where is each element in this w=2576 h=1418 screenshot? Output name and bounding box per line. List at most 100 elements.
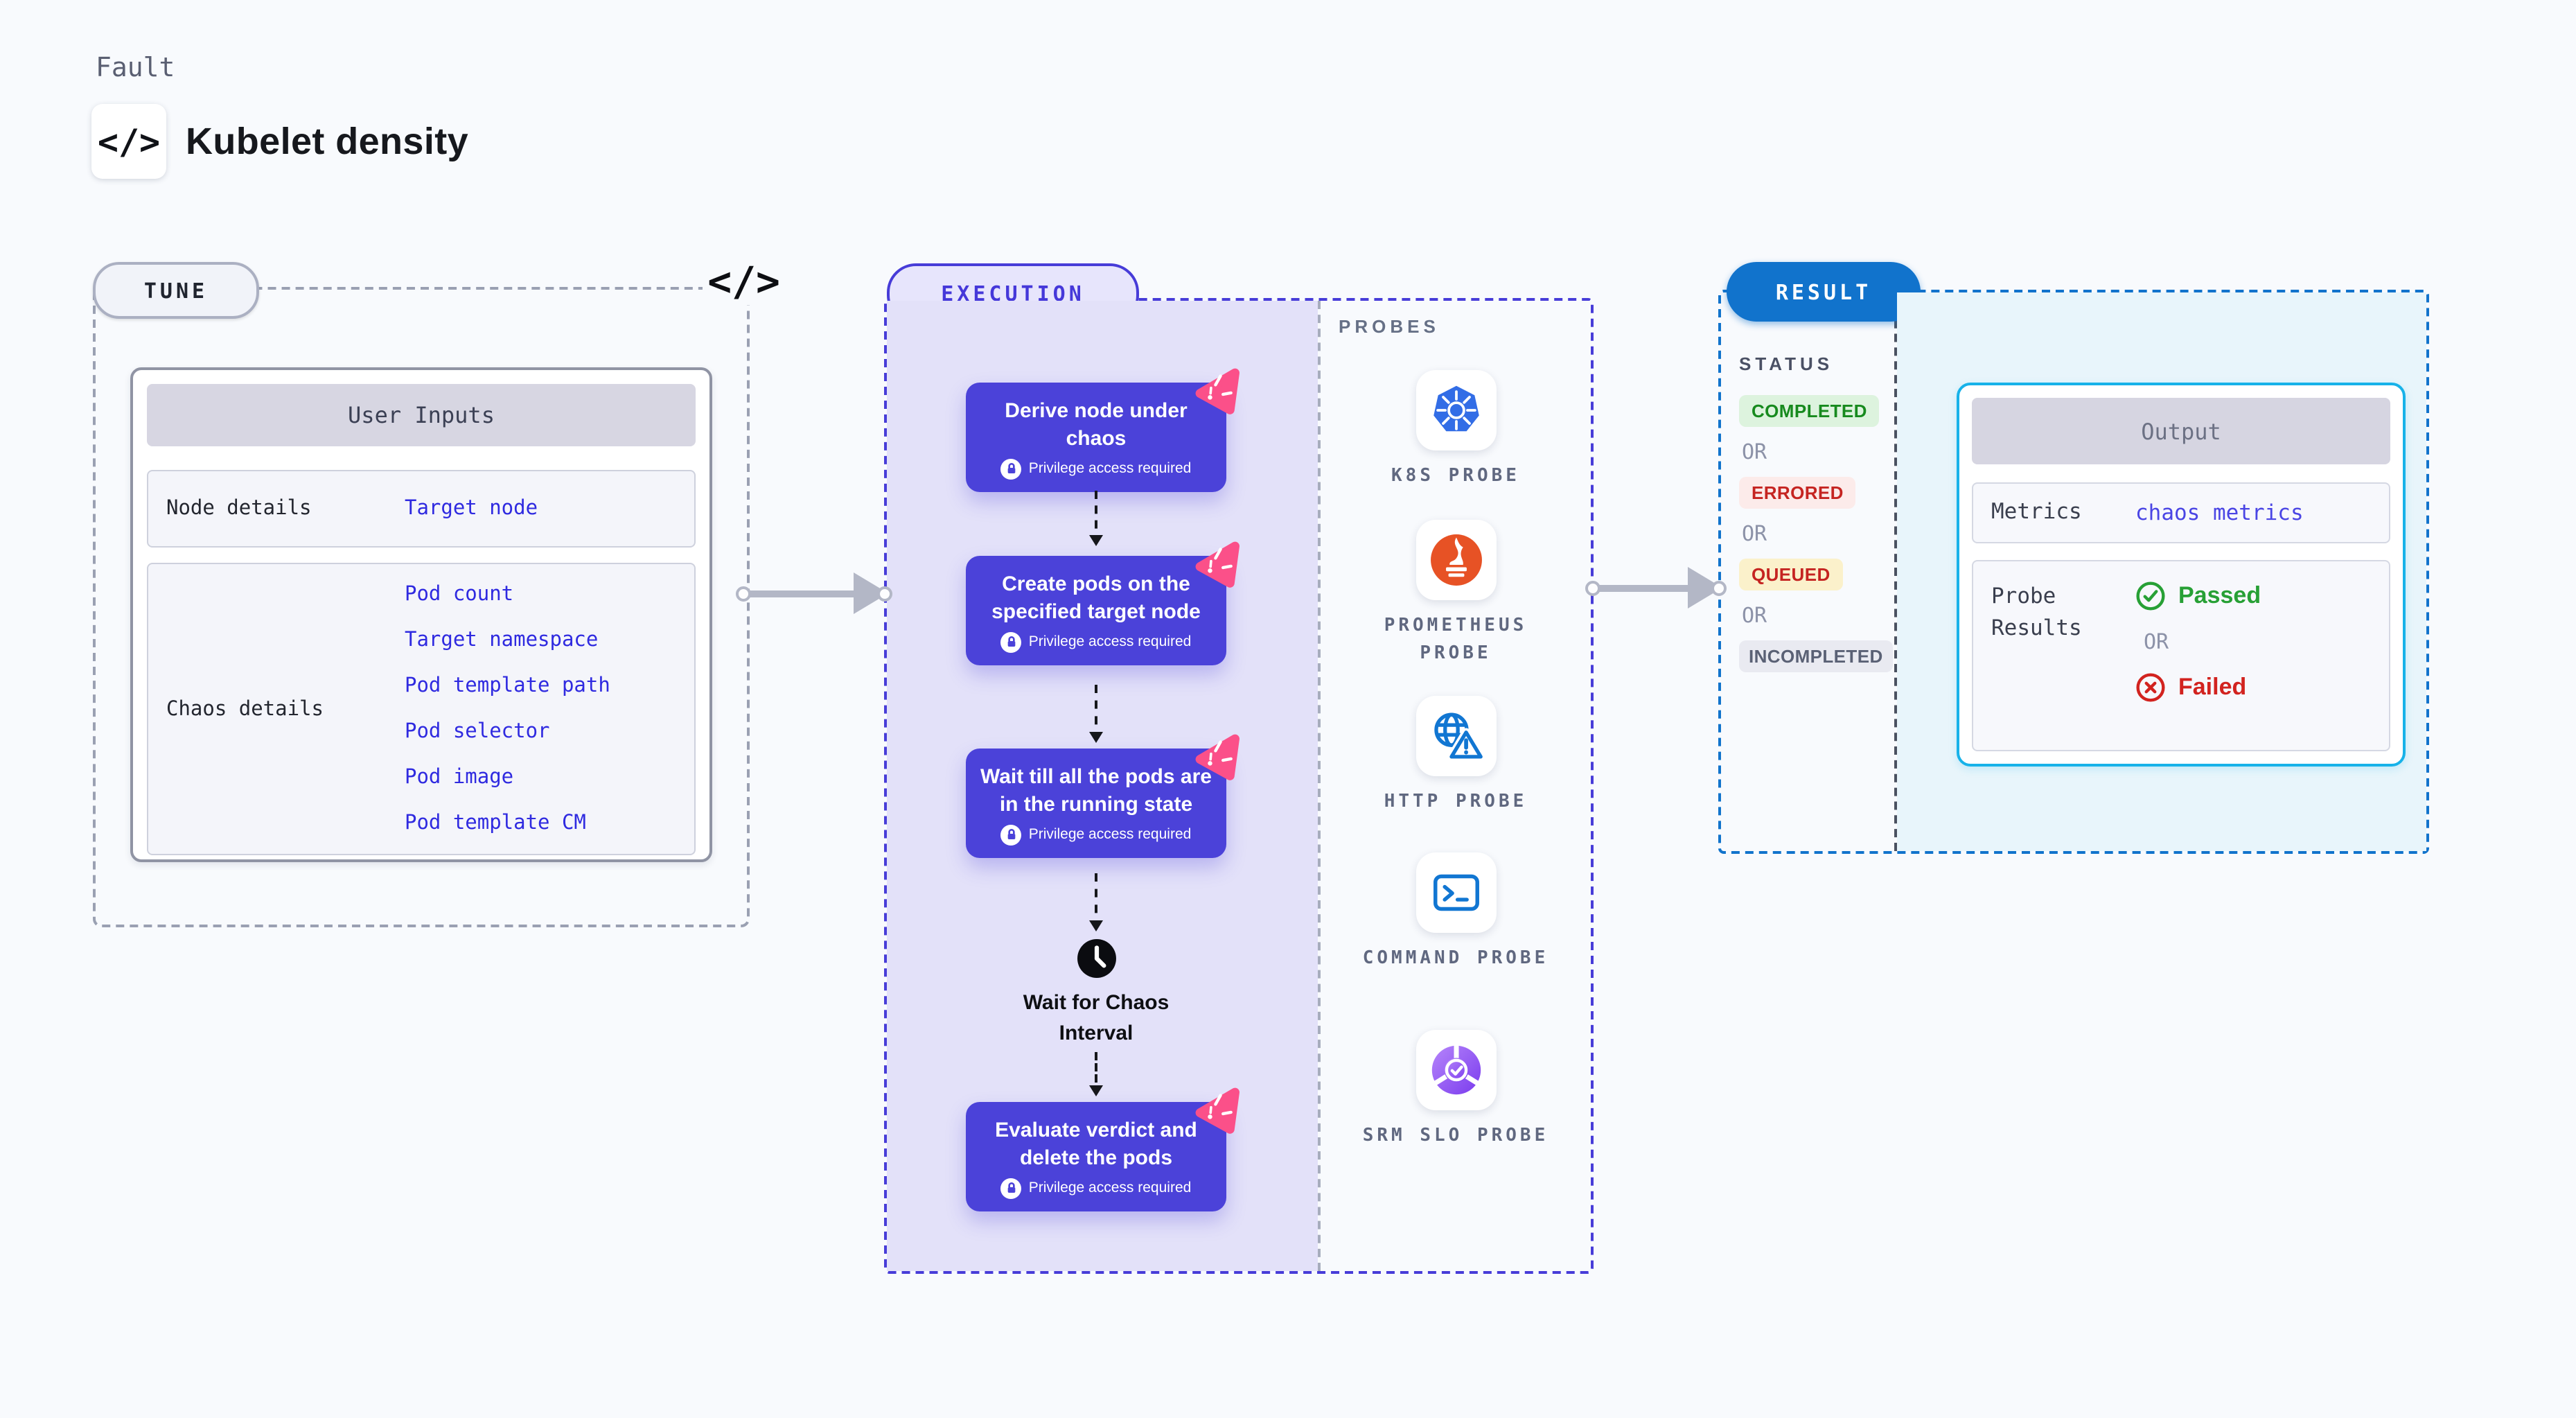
verdict-failed: Failed — [2135, 672, 2261, 703]
lock-icon — [1000, 631, 1022, 653]
flow-connector — [1089, 685, 1103, 743]
probe-label: HTTP PROBE — [1384, 791, 1528, 812]
failed-label: Failed — [2178, 674, 2247, 700]
execution-flow: Derive node under chaos Privilege access… — [887, 301, 1318, 1271]
privilege-badge: Privilege access required — [974, 824, 1218, 846]
output-header: Output — [1972, 398, 2390, 464]
status-badge-errored: ERRORED — [1739, 477, 1856, 509]
probe-results-label: Probe Results — [1991, 584, 2082, 641]
chaos-details-links: Pod count Target namespace Pod template … — [405, 579, 610, 839]
or-label: OR — [1742, 439, 1767, 464]
privilege-label: Privilege access required — [1028, 460, 1192, 478]
or-label: OR — [1742, 521, 1767, 546]
srm-slo-icon[interactable] — [1415, 1030, 1496, 1110]
node-details-label: Node details — [166, 498, 312, 520]
output-card: Output Metrics chaos metrics Probe Resul… — [1957, 383, 2406, 767]
code-icon-glyph: </> — [97, 121, 161, 161]
verdict-passed: Passed — [2135, 581, 2261, 611]
arrow-end-dot — [1711, 580, 1727, 595]
flow-node-title: Wait till all the pods are in the runnin… — [980, 765, 1212, 816]
passed-label: Passed — [2178, 582, 2261, 609]
probes-panel: PROBES K8S PROBE — [1318, 301, 1591, 1271]
metrics-row: Metrics chaos metrics — [1972, 482, 2390, 543]
chaos-details-label: Chaos details — [166, 698, 324, 720]
terminal-icon[interactable] — [1415, 852, 1496, 933]
probe-srm-slo: SRM SLO PROBE — [1321, 1030, 1591, 1150]
arrow-tune-to-execution — [736, 571, 892, 615]
arrow-shaft — [1598, 584, 1691, 591]
code-icon: </> — [91, 104, 166, 179]
link-pod-selector[interactable]: Pod selector — [405, 721, 550, 743]
arrow-end-dot — [877, 586, 892, 601]
fault-eyebrow: Fault — [96, 53, 175, 83]
privilege-label: Privilege access required — [1028, 1180, 1192, 1197]
metrics-label: Metrics — [1991, 499, 2082, 525]
privilege-label: Privilege access required — [1028, 633, 1192, 651]
page-title: Kubelet density — [186, 120, 469, 161]
tune-pill: TUNE — [93, 262, 259, 319]
user-inputs-header: User Inputs — [147, 384, 696, 446]
prometheus-icon[interactable] — [1415, 520, 1496, 600]
flow-node-title: Derive node under chaos — [1005, 399, 1188, 450]
chaos-icon — [1195, 734, 1240, 780]
arrow-shaft — [748, 590, 856, 597]
probe-label: SRM SLO PROBE — [1362, 1126, 1549, 1146]
kubernetes-icon[interactable] — [1415, 370, 1496, 450]
privilege-badge: Privilege access required — [974, 458, 1218, 480]
wait-for-chaos-interval-label: Wait for Chaos Interval — [1023, 991, 1170, 1045]
clock-icon — [1077, 939, 1116, 978]
arrow-start-dot — [1585, 580, 1600, 595]
privilege-badge: Privilege access required — [974, 1178, 1218, 1199]
probe-prometheus: PROMETHEUS PROBE — [1321, 520, 1591, 669]
status-title: STATUS — [1739, 353, 1834, 374]
link-target-node[interactable]: Target node — [405, 498, 538, 520]
arrow-execution-to-result — [1585, 566, 1727, 610]
status-column: STATUS COMPLETED OR ERRORED OR QUEUED OR… — [1721, 292, 1894, 851]
probe-label: PROMETHEUS PROBE — [1384, 615, 1528, 665]
result-pill: RESULT — [1727, 262, 1921, 322]
or-label: OR — [1742, 603, 1767, 628]
link-pod-count[interactable]: Pod count — [405, 584, 514, 606]
node-details-row: Node details Target node — [147, 470, 696, 548]
flow-node-create-pods[interactable]: Create pods on the specified target node… — [966, 541, 1240, 665]
execution-section: EXECUTION Derive node under chaos Privil… — [884, 263, 1594, 1274]
or-label: OR — [2144, 629, 2169, 654]
chaos-icon — [1195, 541, 1240, 588]
flow-node-evaluate-verdict[interactable]: Evaluate verdict and delete the pods Pri… — [966, 1087, 1240, 1211]
flow-connector — [1089, 1052, 1103, 1096]
flow-connector — [1089, 873, 1103, 931]
link-pod-template-cm[interactable]: Pod template CM — [405, 812, 586, 834]
chaos-metrics-link[interactable]: chaos metrics — [2135, 500, 2304, 525]
result-section: RESULT STATUS COMPLETED OR ERRORED OR QU… — [1718, 262, 2429, 854]
link-pod-image[interactable]: Pod image — [405, 767, 514, 789]
flow-connector — [1089, 491, 1103, 546]
probe-label: COMMAND PROBE — [1362, 948, 1549, 969]
flow-node-derive-node[interactable]: Derive node under chaos Privilege access… — [966, 368, 1240, 492]
x-circle-icon — [2136, 673, 2165, 702]
http-globe-warning-icon[interactable] — [1415, 696, 1496, 776]
probes-title: PROBES — [1339, 316, 1440, 337]
user-inputs-card: User Inputs Node details Target node Cha… — [130, 367, 712, 862]
lock-icon — [1000, 1178, 1022, 1199]
output-area: Output Metrics chaos metrics Probe Resul… — [1897, 292, 2426, 851]
probe-label: K8S PROBE — [1391, 466, 1520, 487]
status-badge-completed: COMPLETED — [1739, 395, 1880, 427]
tune-section: TUNE </> User Inputs Node details Target… — [93, 258, 786, 927]
link-pod-template-path[interactable]: Pod template path — [405, 675, 610, 697]
flow-node-title: Evaluate verdict and delete the pods — [995, 1119, 1197, 1170]
privilege-label: Privilege access required — [1028, 826, 1192, 843]
lock-icon — [1000, 824, 1022, 846]
chaos-details-row: Chaos details Pod count Target namespace… — [147, 563, 696, 855]
arrow-start-dot — [736, 586, 751, 601]
result-divider — [1894, 292, 1897, 851]
privilege-badge: Privilege access required — [974, 631, 1218, 653]
probe-results-row: Probe Results Passed OR — [1972, 560, 2390, 751]
status-badge-incompleted: INCOMPLETED — [1739, 640, 1893, 672]
chaos-icon — [1195, 1087, 1240, 1134]
page-header: </> Kubelet density — [91, 104, 468, 179]
probe-k8s: K8S PROBE — [1321, 370, 1591, 491]
flow-node-wait-pods-running[interactable]: Wait till all the pods are in the runnin… — [966, 734, 1240, 858]
probe-http: HTTP PROBE — [1321, 696, 1591, 816]
link-target-namespace[interactable]: Target namespace — [405, 629, 599, 651]
